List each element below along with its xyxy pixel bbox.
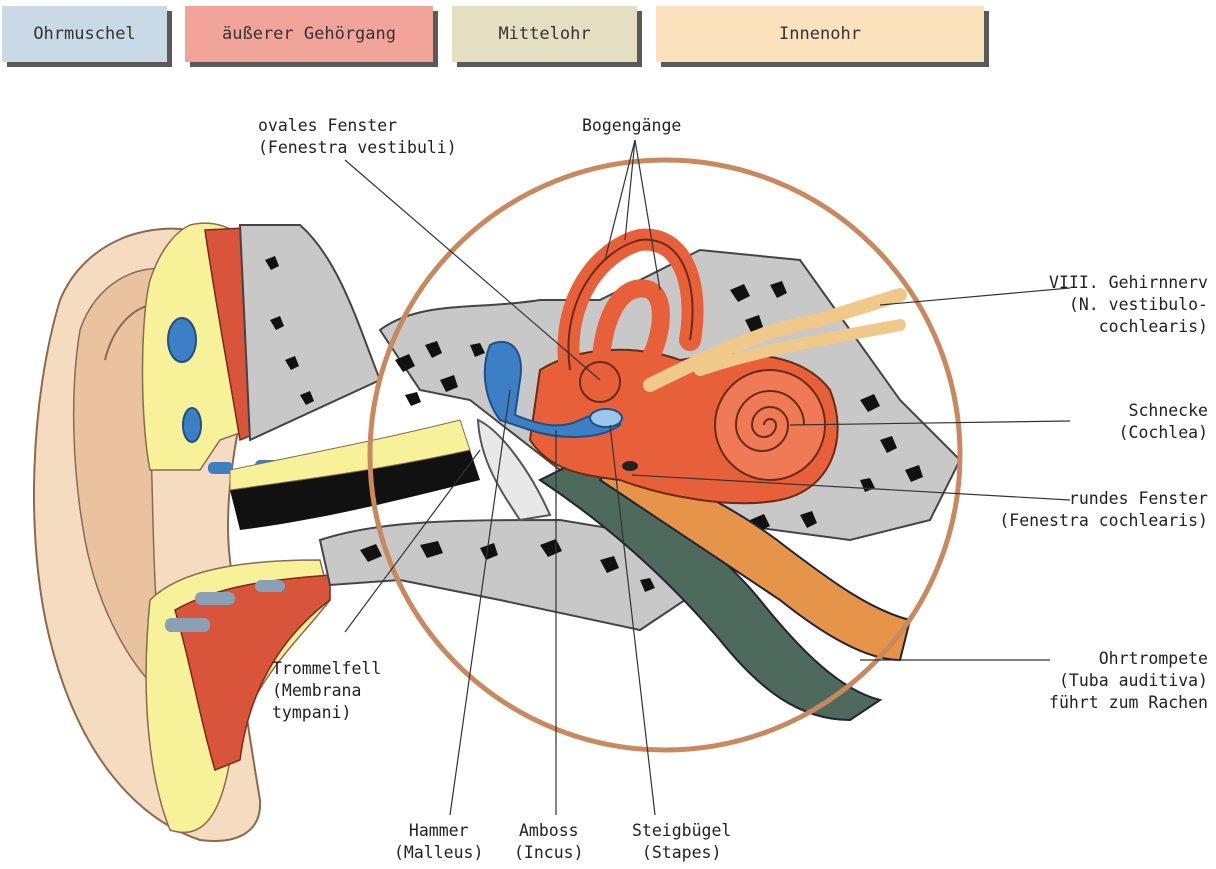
label-ohrtrompete: Ohrtrompete (Tuba auditiva) führt zum Ra… [1049, 648, 1208, 714]
label-gehirnnerv: VIII. Gehirnnerv (N. vestibulo- cochlear… [1049, 272, 1208, 338]
label-trommelfell-line1: Trommelfell [272, 658, 381, 680]
label-hammer-line2: (Malleus) [394, 842, 483, 864]
label-steigbuegel-line2: (Stapes) [632, 842, 731, 864]
label-schnecke-line2: (Cochlea) [1119, 422, 1208, 444]
label-steigbuegel-line1: Steigbügel [632, 820, 731, 842]
label-trommelfell-line2: (Membrana [272, 680, 381, 702]
label-rundes-fenster: rundes Fenster (Fenestra cochlearis) [999, 488, 1208, 532]
label-trommelfell: Trommelfell (Membrana tympani) [272, 658, 381, 724]
label-ovales-fenster-line2: (Fenestra vestibuli) [258, 137, 457, 159]
label-schnecke: Schnecke (Cochlea) [1119, 400, 1208, 444]
label-ovales-fenster-line1: ovales Fenster [258, 115, 457, 137]
label-bogengaenge: Bogengänge [582, 115, 681, 137]
label-steigbuegel: Steigbügel (Stapes) [632, 820, 731, 864]
label-gehirnnerv-line1: VIII. Gehirnnerv [1049, 272, 1208, 294]
label-ohrtrompete-line3: führt zum Rachen [1049, 692, 1208, 714]
label-bogengaenge-text: Bogengänge [582, 115, 681, 137]
label-amboss-line2: (Incus) [514, 842, 584, 864]
label-rundes-fenster-line1: rundes Fenster [999, 488, 1208, 510]
label-trommelfell-line3: tympani) [272, 702, 381, 724]
label-hammer-line1: Hammer [394, 820, 483, 842]
label-gehirnnerv-line3: cochlearis) [1049, 316, 1208, 338]
label-ohrtrompete-line1: Ohrtrompete [1049, 648, 1208, 670]
label-amboss-line1: Amboss [514, 820, 584, 842]
label-ovales-fenster: ovales Fenster (Fenestra vestibuli) [258, 115, 457, 159]
label-gehirnnerv-line2: (N. vestibulo- [1049, 294, 1208, 316]
label-rundes-fenster-line2: (Fenestra cochlearis) [999, 510, 1208, 532]
label-amboss: Amboss (Incus) [514, 820, 584, 864]
label-ohrtrompete-line2: (Tuba auditiva) [1049, 670, 1208, 692]
label-hammer: Hammer (Malleus) [394, 820, 483, 864]
label-schnecke-line1: Schnecke [1119, 400, 1208, 422]
